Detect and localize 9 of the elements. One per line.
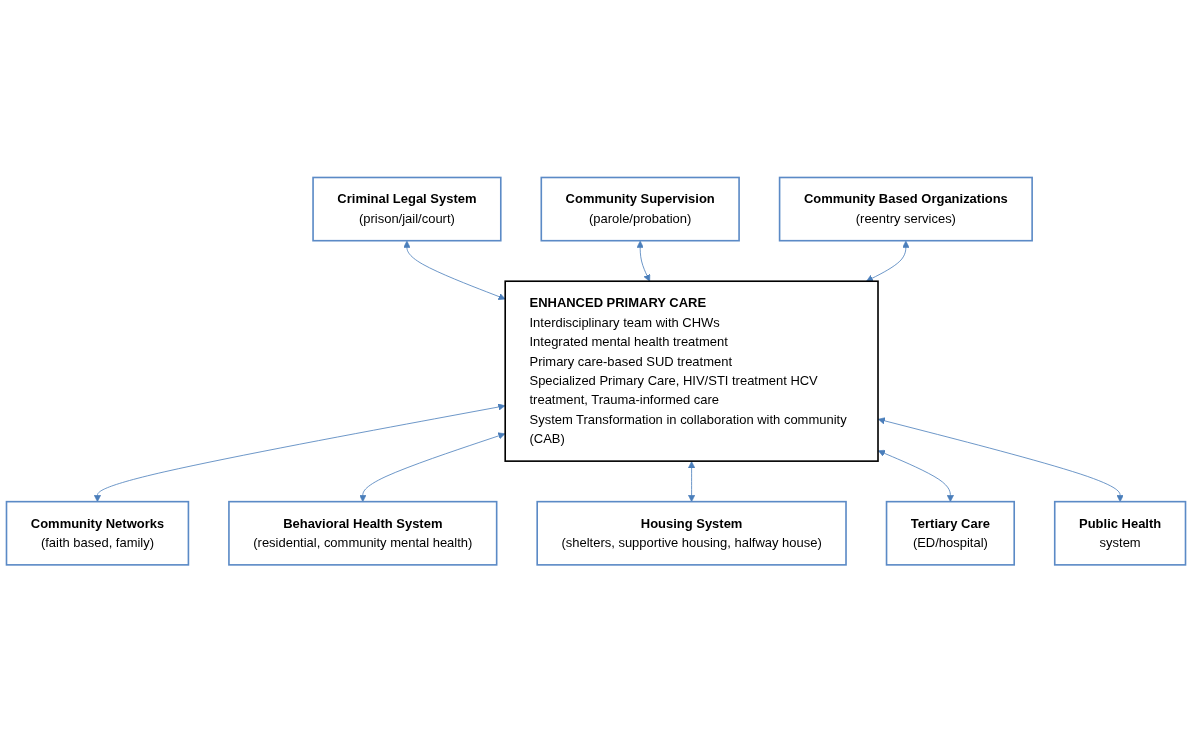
node-box: Community Based Organizations (reentry services) bbox=[778, 176, 1033, 242]
node-box: Community Supervision (parole/probation) bbox=[540, 176, 740, 242]
node-box: Community Networks (faith based, family) bbox=[5, 500, 190, 566]
node-box: Behavioral Health System (residential, community mental health) bbox=[228, 500, 498, 566]
node-box: Tertiary Care (ED/hospital) bbox=[885, 500, 1015, 566]
node-box: Housing System (shelters, supportive housing, halfway house) bbox=[536, 500, 847, 566]
node-box: ENHANCED PRIMARY CARE Interdisciplinary team with CHWs Integrated mental health treatment Primary care-based SUD treatment Specialized Primary Care, HIV/STI treatment HCV treatment, Trauma-informed care System Transformation in collaboration with community (CAB) bbox=[504, 280, 879, 462]
node-box: Criminal Legal System (prison/jail/court) bbox=[312, 176, 502, 242]
node-box: Public Health system bbox=[1053, 500, 1187, 566]
